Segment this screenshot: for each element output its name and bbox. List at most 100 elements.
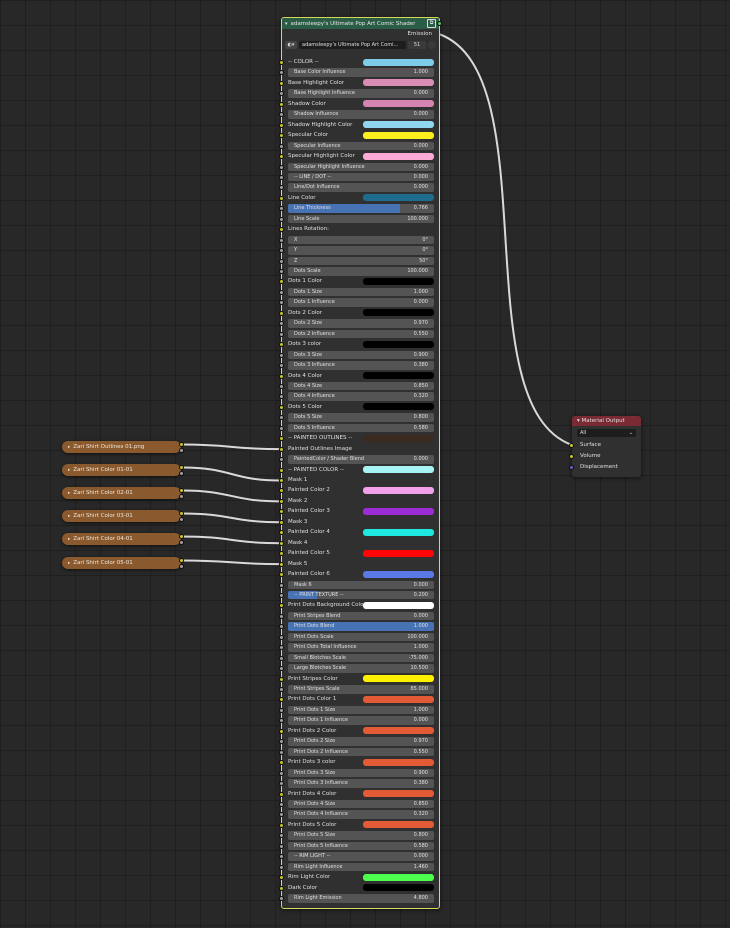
color-swatch[interactable] — [363, 403, 434, 411]
displacement-input-socket[interactable] — [569, 464, 574, 470]
value-slider[interactable]: -- LINE / DOT --0.000 — [288, 172, 434, 182]
color-swatch[interactable] — [363, 675, 434, 683]
node-tree-browse-icon[interactable]: ◐▾ — [285, 41, 297, 49]
input-socket[interactable] — [279, 498, 284, 504]
image-texture-node[interactable]: ▸Zari Shirt Color 04-01 — [62, 533, 184, 545]
color-swatch[interactable] — [363, 549, 434, 557]
input-socket[interactable] — [279, 509, 284, 515]
input-socket[interactable] — [279, 540, 284, 546]
input-socket[interactable] — [279, 467, 284, 473]
input-socket[interactable] — [279, 174, 284, 180]
input-socket[interactable] — [279, 666, 284, 672]
node-link[interactable] — [181, 512, 282, 524]
alpha-output-socket[interactable] — [179, 563, 184, 569]
alpha-output-socket[interactable] — [179, 493, 184, 499]
alpha-output-socket[interactable] — [179, 447, 184, 453]
volume-input-socket[interactable] — [569, 453, 574, 459]
user-count[interactable]: 51 — [408, 41, 426, 49]
color-swatch[interactable] — [363, 601, 434, 609]
input-socket[interactable] — [279, 896, 284, 901]
input-socket[interactable] — [279, 154, 284, 160]
input-socket[interactable] — [279, 310, 284, 316]
color-swatch[interactable] — [363, 873, 434, 881]
group-node-header[interactable]: ▾ adamsleepy's Ultimate Pop Art Comic Sh… — [282, 18, 439, 29]
color-swatch[interactable] — [363, 58, 434, 66]
color-swatch[interactable] — [363, 100, 434, 108]
color-swatch[interactable] — [363, 194, 434, 202]
target-dropdown[interactable]: All ⌄ — [577, 429, 636, 437]
input-socket[interactable] — [279, 143, 284, 149]
color-swatch[interactable] — [363, 570, 434, 578]
input-socket[interactable] — [279, 237, 284, 243]
input-socket[interactable] — [279, 415, 284, 421]
input-socket[interactable] — [279, 195, 284, 201]
input-socket[interactable] — [279, 70, 284, 76]
input-socket[interactable] — [279, 185, 284, 191]
input-socket[interactable] — [279, 248, 284, 254]
color-swatch[interactable] — [363, 758, 434, 766]
input-socket[interactable] — [279, 760, 284, 766]
image-texture-node[interactable]: ▸Zari Shirt Color 05-01 — [62, 557, 184, 569]
image-texture-node[interactable]: ▸Zari Shirt Outlines 01.png — [62, 441, 184, 453]
expand-chevron-icon[interactable]: ▸ — [68, 560, 71, 566]
node-link[interactable] — [181, 443, 282, 451]
input-socket[interactable] — [279, 875, 284, 881]
input-socket[interactable] — [279, 592, 284, 598]
input-socket[interactable] — [279, 530, 284, 536]
fake-user-shield-icon[interactable] — [428, 41, 436, 49]
input-socket[interactable] — [279, 749, 284, 755]
color-output-socket[interactable] — [179, 442, 184, 447]
datablock-name-field[interactable]: adamsleepy's Ultimate Pop Art Comi... — [299, 41, 406, 49]
color-output-socket[interactable] — [179, 558, 184, 563]
value-slider[interactable]: -- RIM LIGHT --0.000 — [288, 852, 434, 861]
input-socket[interactable] — [279, 133, 284, 139]
surface-input-socket[interactable] — [569, 442, 574, 448]
color-swatch[interactable] — [363, 486, 434, 494]
input-socket[interactable] — [279, 854, 284, 860]
expand-chevron-icon[interactable]: ▸ — [68, 490, 71, 496]
input-socket[interactable] — [279, 864, 284, 870]
image-texture-node[interactable]: ▸Zari Shirt Color 01-01 — [62, 464, 184, 476]
material-output-node[interactable]: ▾ Material Output All ⌄ Surface Volume D… — [569, 416, 641, 477]
input-socket[interactable] — [279, 279, 284, 285]
color-swatch[interactable] — [363, 695, 434, 703]
collapse-chevron-icon[interactable]: ▾ — [577, 418, 582, 424]
input-socket[interactable] — [279, 770, 284, 776]
color-swatch[interactable] — [363, 372, 434, 379]
alpha-output-socket[interactable] — [179, 516, 184, 522]
alpha-output-socket[interactable] — [179, 470, 184, 476]
input-socket[interactable] — [279, 289, 284, 295]
input-socket[interactable] — [279, 707, 284, 713]
alpha-output-socket[interactable] — [179, 539, 184, 545]
input-socket[interactable] — [279, 561, 284, 567]
node-link[interactable] — [181, 559, 282, 566]
color-swatch[interactable] — [363, 790, 434, 797]
input-socket[interactable] — [279, 446, 284, 452]
input-socket[interactable] — [279, 258, 284, 264]
input-socket[interactable] — [279, 801, 284, 807]
input-socket[interactable] — [279, 112, 284, 118]
color-swatch[interactable] — [363, 528, 434, 536]
input-socket[interactable] — [279, 352, 284, 358]
